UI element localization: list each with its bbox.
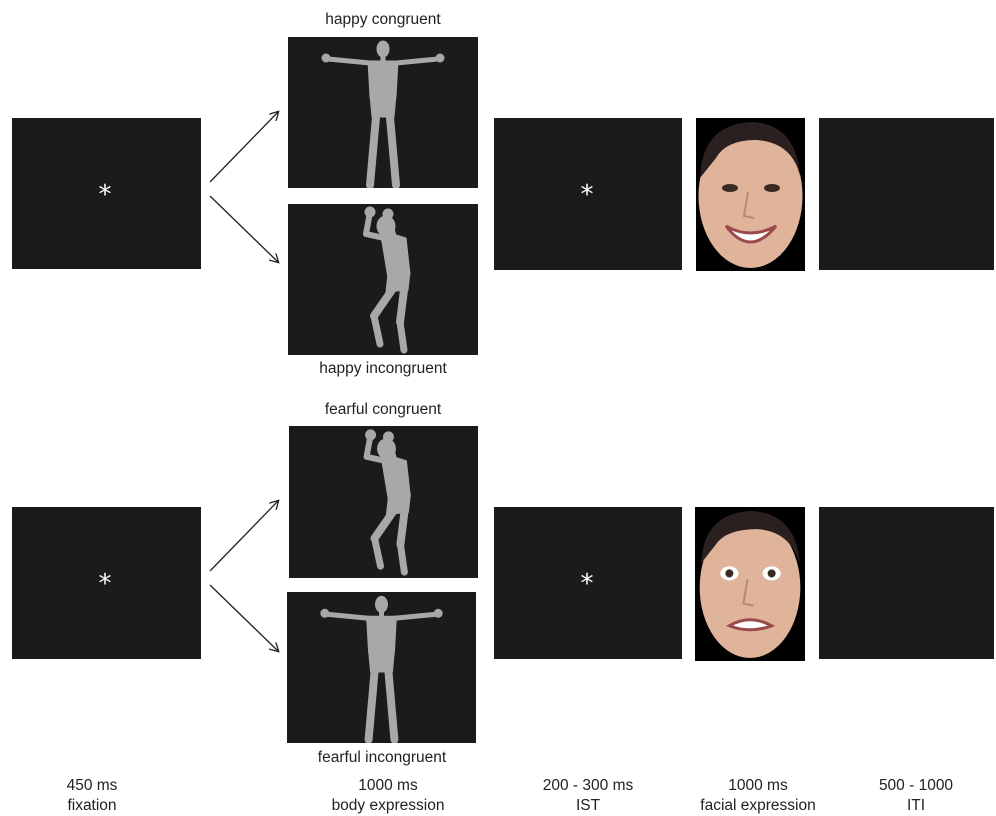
arrow-down [210, 196, 278, 262]
timing-ist: 200 - 300 ms IST [508, 776, 668, 816]
timing-duration: 1000 ms [308, 776, 468, 796]
timing-duration: 200 - 300 ms [508, 776, 668, 796]
arrow-up [210, 112, 278, 182]
arrow-up [210, 501, 278, 571]
timing-name: body expression [308, 796, 468, 816]
timing-name: fixation [12, 796, 172, 816]
timing-duration: 450 ms [12, 776, 172, 796]
timing-duration: 500 - 1000 [836, 776, 996, 796]
timing-facial-expression: 1000 ms facial expression [678, 776, 838, 816]
timing-name: facial expression [678, 796, 838, 816]
arrow-down [210, 585, 278, 651]
timing-duration: 1000 ms [678, 776, 838, 796]
timing-name: ITI [836, 796, 996, 816]
timing-fixation: 450 ms fixation [12, 776, 172, 816]
timing-iti: 500 - 1000 ITI [836, 776, 996, 816]
timing-body-expression: 1000 ms body expression [308, 776, 468, 816]
timing-name: IST [508, 796, 668, 816]
